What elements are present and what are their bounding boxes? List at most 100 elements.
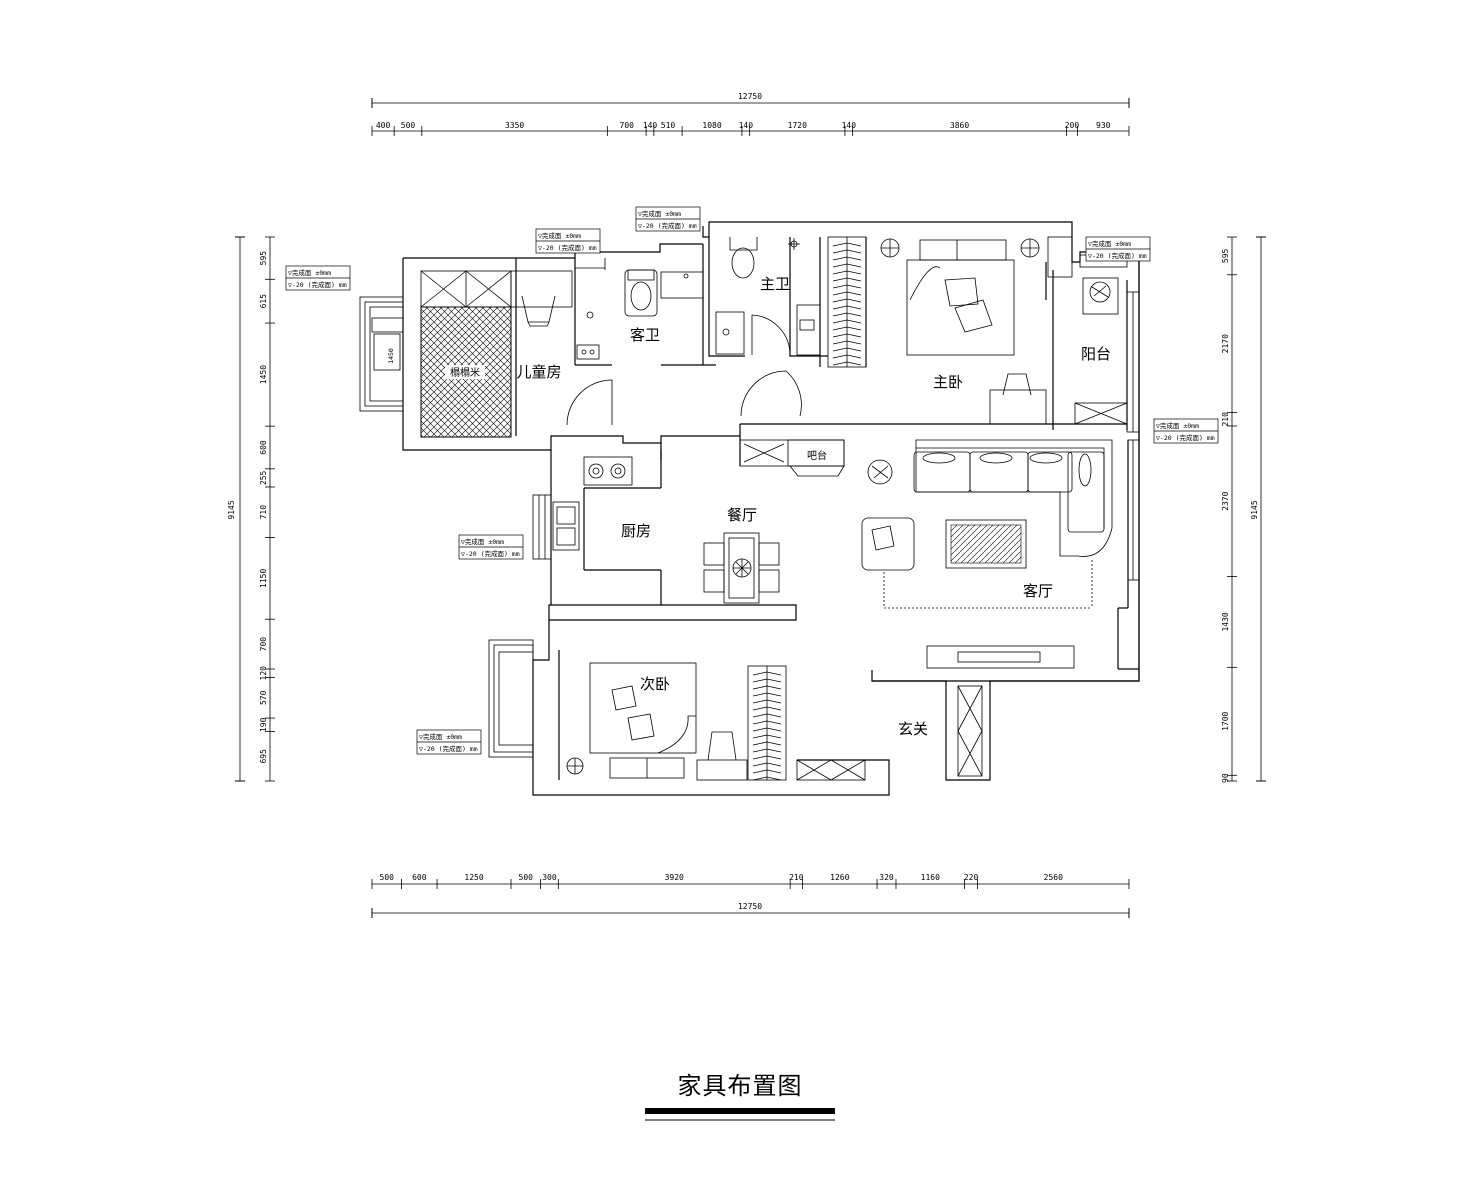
level-tag: ▽完成面 ±0mm ▽-20 (完成面) mm (285, 265, 351, 291)
right-total-dim: 9145 (1250, 500, 1259, 519)
level-tag-upper: ▽完成面 ±0mm (638, 209, 681, 218)
hanger-mark (832, 340, 862, 345)
room-label-balcony: 阳台 (1081, 345, 1111, 363)
dining-door (740, 370, 802, 417)
drawing-title: 家具布置图 (678, 1072, 803, 1100)
kitchen-fixtures (552, 456, 633, 551)
bottom-segment-label: 320 (879, 873, 894, 882)
level-tag-lower: ▽-20 (完成面) mm (1088, 251, 1147, 260)
level-tag: ▽完成面 ±0mm▽-20 (完成面) mm (1085, 236, 1151, 262)
left-segment-label: 1150 (259, 569, 268, 588)
window-a-label: 1450 (387, 348, 395, 364)
room-label-kitchen: 厨房 (621, 522, 651, 540)
hanger-mark (752, 741, 782, 746)
right-segment-label: 1430 (1221, 612, 1230, 631)
entry-cabinet (957, 685, 983, 777)
level-tag-lower: ▽-20 (完成面) mm (1156, 433, 1215, 442)
bottom-segment-label: 210 (789, 873, 804, 882)
hanger-mark (752, 692, 782, 697)
left-dimension-chain: 9145 59561514506002557101150700120570190… (227, 236, 275, 782)
level-tag: ▽完成面 ±0mm▽-20 (完成面) mm (416, 729, 482, 755)
room-label-master-bath: 主卫 (760, 275, 790, 293)
hanger-mark (832, 354, 862, 359)
room-label-master-bed: 主卧 (933, 373, 963, 391)
hanger-mark (752, 762, 782, 767)
level-tag-lower: ▽-20 (完成面) mm (638, 221, 697, 230)
tv-cabinet (926, 645, 1075, 669)
child-door (566, 379, 613, 426)
right-segment-label: 1700 (1221, 711, 1230, 730)
bar-label: 吧台 (807, 449, 827, 462)
bay-window-child: 1450 (359, 296, 404, 412)
hanger-mark (832, 312, 862, 317)
bottom-segment-label: 1250 (464, 873, 483, 882)
guest-bath-fixtures (575, 258, 704, 360)
level-tag: ▽完成面 ±0mm ▽-20 (完成面) mm (458, 534, 524, 560)
hanger-mark (832, 305, 862, 310)
right-segment-label: 2170 (1221, 334, 1230, 353)
level-tag-upper: ▽完成面 ±0mm (461, 537, 504, 546)
bottom-segment-label: 500 (380, 873, 395, 882)
second-wardrobe (747, 665, 787, 781)
bottom-segment-label: 1160 (921, 873, 940, 882)
hanger-mark (832, 256, 862, 261)
top-segment-label: 3860 (950, 121, 969, 130)
top-segment-label: 700 (620, 121, 635, 130)
hanger-mark (832, 361, 862, 366)
top-segment-label: 200 (1065, 121, 1080, 130)
hanger-mark (752, 755, 782, 760)
room-label-second-bed: 次卧 (640, 675, 670, 693)
room-label-entry: 玄关 (898, 720, 928, 738)
left-segment-label: 710 (259, 505, 268, 520)
room-label-living: 客厅 (1023, 582, 1053, 600)
hanger-mark (832, 284, 862, 289)
bottom-total-dim: 12750 (738, 902, 762, 911)
hanger-mark (752, 678, 782, 683)
master-bath-fixtures (715, 237, 821, 356)
bottom-segment-label: 500 (519, 873, 534, 882)
level-tag-upper: ▽完成面 ±0mm (419, 732, 462, 741)
hanger-mark (832, 326, 862, 331)
room-label-dining: 餐厅 (727, 506, 757, 524)
master-bed (880, 238, 1040, 356)
sofa (913, 439, 1113, 557)
hanger-mark (832, 333, 862, 338)
level-tag-lower: ▽-20 (完成面) mm (538, 243, 597, 252)
title-underline-thick (645, 1108, 835, 1114)
hanger-mark (832, 291, 862, 296)
hanger-mark (752, 706, 782, 711)
tatami-label: 榻榻米 (450, 366, 480, 379)
level-tag-lower: ▽-20 (完成面) mm (288, 280, 347, 289)
left-segment-label: 120 (259, 666, 268, 681)
level-tag-upper: ▽完成面 ±0mm (288, 268, 331, 277)
bottom-segment-label: 300 (542, 873, 557, 882)
tatami: 榻榻米 (420, 306, 512, 438)
level-tag: ▽完成面 ±0mm ▽-20 (完成面) mm (635, 206, 701, 232)
top-segment-label: 140 (842, 121, 857, 130)
hanger-mark (752, 776, 782, 781)
hanger-mark (832, 263, 862, 268)
kitchen-window (532, 494, 552, 560)
level-tag-lower: ▽-20 (完成面) mm (461, 549, 520, 558)
level-tag: ▽完成面 ±0mm▽-20 (完成面) mm (1153, 418, 1219, 444)
hanger-mark (832, 298, 862, 303)
bottom-segment-label: 2560 (1044, 873, 1063, 882)
left-segment-label: 1450 (259, 365, 268, 384)
living-window (1126, 291, 1140, 581)
hanger-mark (832, 277, 862, 282)
left-segment-label: 595 (259, 251, 268, 266)
left-segment-label: 190 (259, 717, 268, 732)
bottom-segment-label: 3920 (665, 873, 684, 882)
top-segment-label: 400 (376, 121, 391, 130)
master-wardrobe (827, 236, 867, 368)
level-tags: ▽完成面 ±0mm ▽-20 (完成面) mm ▽完成面 ±0mm ▽-20 (完成面… (285, 206, 1219, 755)
top-segment-label: 500 (401, 121, 416, 130)
second-desk (696, 731, 866, 781)
hanger-mark (832, 242, 862, 247)
bottom-segment-label: 220 (964, 873, 979, 882)
coffee-table (945, 519, 1027, 569)
left-segment-label: 600 (259, 440, 268, 455)
